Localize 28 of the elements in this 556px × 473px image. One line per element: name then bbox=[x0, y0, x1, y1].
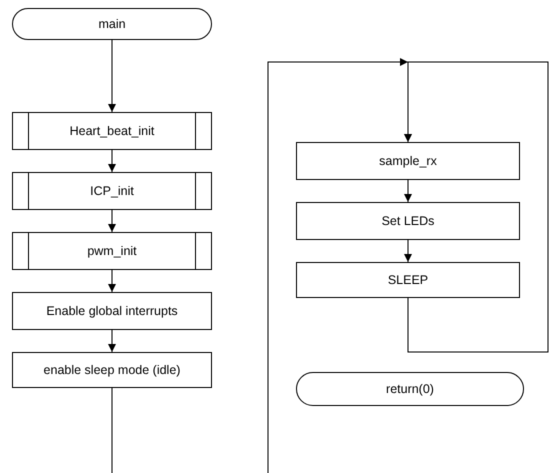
process-box bbox=[296, 142, 520, 180]
node-label: pwm_init bbox=[87, 244, 137, 258]
arrow bbox=[404, 62, 548, 352]
arrow bbox=[404, 180, 412, 202]
arrow bbox=[108, 150, 116, 172]
process-box bbox=[296, 262, 520, 298]
predefined-process-box bbox=[12, 172, 212, 210]
node-label: return(0) bbox=[386, 382, 434, 396]
process-box bbox=[296, 202, 520, 240]
terminator-shape bbox=[12, 8, 212, 40]
node-label: SLEEP bbox=[388, 273, 428, 287]
predefined-process-box bbox=[12, 232, 212, 270]
arrow bbox=[108, 210, 116, 232]
node-label: Enable global interrupts bbox=[46, 304, 178, 318]
arrow bbox=[108, 40, 116, 112]
node-label: Heart_beat_init bbox=[70, 124, 154, 138]
process-box bbox=[12, 292, 212, 330]
process-box bbox=[12, 352, 212, 388]
node-label: ICP_init bbox=[90, 184, 134, 198]
node-label: main bbox=[98, 17, 126, 31]
node-label: Set LEDs bbox=[382, 214, 434, 228]
predefined-process-box bbox=[12, 112, 212, 150]
node-label: enable sleep mode (idle) bbox=[44, 363, 180, 377]
arrow bbox=[404, 240, 412, 262]
terminator-shape bbox=[296, 372, 524, 406]
node-label: sample_rx bbox=[379, 154, 437, 168]
arrow bbox=[108, 270, 116, 292]
arrow bbox=[108, 330, 116, 352]
